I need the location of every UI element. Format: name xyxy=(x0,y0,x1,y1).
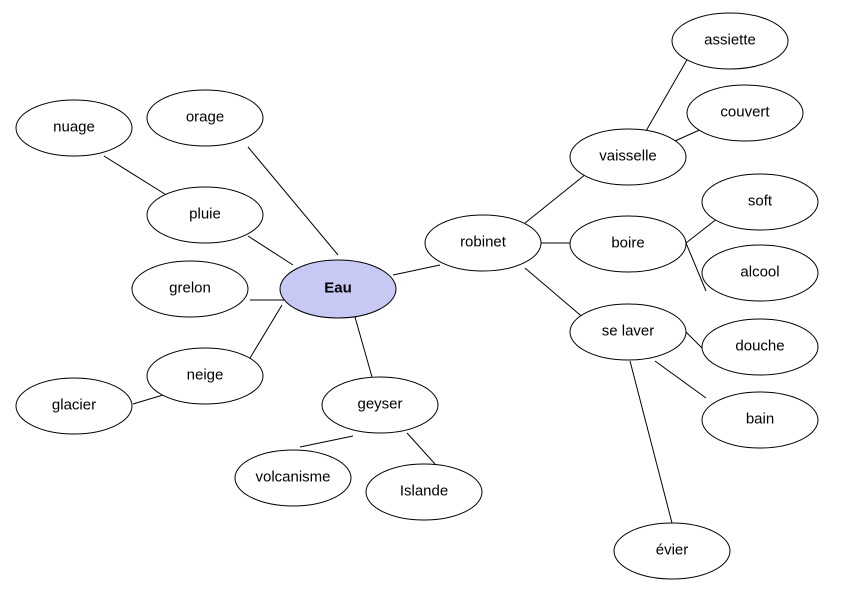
node-pluie: pluie xyxy=(146,186,264,244)
node-ellipse-islande xyxy=(365,463,483,521)
node-ellipse-geyser xyxy=(321,376,439,434)
edges-layer xyxy=(103,57,719,524)
node-label-eau: Eau xyxy=(324,280,352,297)
node-ellipse-neige xyxy=(146,347,264,405)
node-label-geyser: geyser xyxy=(357,396,402,413)
node-se-laver: se laver xyxy=(569,303,687,361)
edge-boire-alcool xyxy=(685,242,707,292)
node-label-volcanisme: volcanisme xyxy=(255,469,330,486)
edge-neige-glacier xyxy=(132,394,164,405)
node-label-grelon: grelon xyxy=(169,280,211,297)
node-soft: soft xyxy=(701,173,819,231)
node-ellipse-vaisselle xyxy=(569,128,687,186)
node-label-orage: orage xyxy=(186,109,224,126)
node-islande: Islande xyxy=(365,463,483,521)
node-ellipse-pluie xyxy=(146,186,264,244)
node-label-robinet: robinet xyxy=(460,234,507,251)
node-ellipse-boire xyxy=(569,215,687,273)
node-ellipse-bain xyxy=(701,391,819,449)
node-couvert: couvert xyxy=(686,84,804,142)
edge-eau-neige xyxy=(249,304,283,359)
edge-se-laver-bain xyxy=(654,360,707,399)
node-ellipse-se-laver xyxy=(569,303,687,361)
edge-eau-orage xyxy=(247,146,339,256)
edge-robinet-vaisselle xyxy=(524,173,587,224)
node-label-soft: soft xyxy=(748,193,773,210)
edge-se-laver-evier xyxy=(629,360,673,524)
edge-eau-pluie xyxy=(247,235,294,266)
node-ellipse-assiette xyxy=(671,12,789,70)
node-label-evier: évier xyxy=(656,542,689,559)
node-ellipse-alcool xyxy=(701,244,819,302)
node-robinet: robinet xyxy=(424,214,542,272)
node-orage: orage xyxy=(146,89,264,147)
node-ellipse-glacier xyxy=(15,377,133,435)
edge-geyser-volcanisme xyxy=(299,435,354,448)
node-geyser: geyser xyxy=(321,376,439,434)
node-ellipse-douche xyxy=(701,318,819,376)
node-label-pluie: pluie xyxy=(189,206,221,223)
node-label-nuage: nuage xyxy=(53,119,95,136)
node-ellipse-grelon xyxy=(131,260,249,318)
node-label-glacier: glacier xyxy=(52,397,96,414)
node-ellipse-volcanisme xyxy=(234,449,352,507)
node-label-boire: boire xyxy=(611,235,644,252)
node-ellipse-orage xyxy=(146,89,264,147)
edge-vaisselle-assiette xyxy=(645,57,689,132)
node-ellipse-robinet xyxy=(424,214,542,272)
node-label-islande: Islande xyxy=(400,483,448,500)
node-glacier: glacier xyxy=(15,377,133,435)
node-neige: neige xyxy=(146,347,264,405)
node-evier: évier xyxy=(613,522,731,580)
node-label-neige: neige xyxy=(187,367,224,384)
node-nuage: nuage xyxy=(15,99,133,157)
node-bain: bain xyxy=(701,391,819,449)
node-grelon: grelon xyxy=(131,260,249,318)
node-ellipse-couvert xyxy=(686,84,804,142)
node-ellipse-eau xyxy=(279,259,397,319)
node-assiette: assiette xyxy=(671,12,789,70)
node-label-couvert: couvert xyxy=(720,104,770,121)
edge-eau-geyser xyxy=(354,316,373,378)
node-ellipse-nuage xyxy=(15,99,133,157)
node-douche: douche xyxy=(701,318,819,376)
node-label-se-laver: se laver xyxy=(602,323,655,340)
node-volcanisme: volcanisme xyxy=(234,449,352,507)
edge-geyser-islande xyxy=(406,432,436,465)
node-eau: Eau xyxy=(279,259,397,319)
edge-boire-soft xyxy=(685,217,719,244)
edge-pluie-nuage xyxy=(103,155,169,197)
node-label-bain: bain xyxy=(746,411,774,428)
node-label-vaisselle: vaisselle xyxy=(599,148,657,165)
node-vaisselle: vaisselle xyxy=(569,128,687,186)
nodes-layer: Eau nuage orage pluie grelon neige glacier geys… xyxy=(15,12,819,580)
edge-se-laver-douche xyxy=(685,331,705,351)
node-label-assiette: assiette xyxy=(704,32,756,49)
edge-eau-robinet xyxy=(392,264,441,276)
node-alcool: alcool xyxy=(701,244,819,302)
node-label-douche: douche xyxy=(735,338,784,355)
node-label-alcool: alcool xyxy=(740,264,779,281)
node-boire: boire xyxy=(569,215,687,273)
node-ellipse-evier xyxy=(613,522,731,580)
edge-robinet-se-laver xyxy=(524,267,587,321)
node-ellipse-soft xyxy=(701,173,819,231)
